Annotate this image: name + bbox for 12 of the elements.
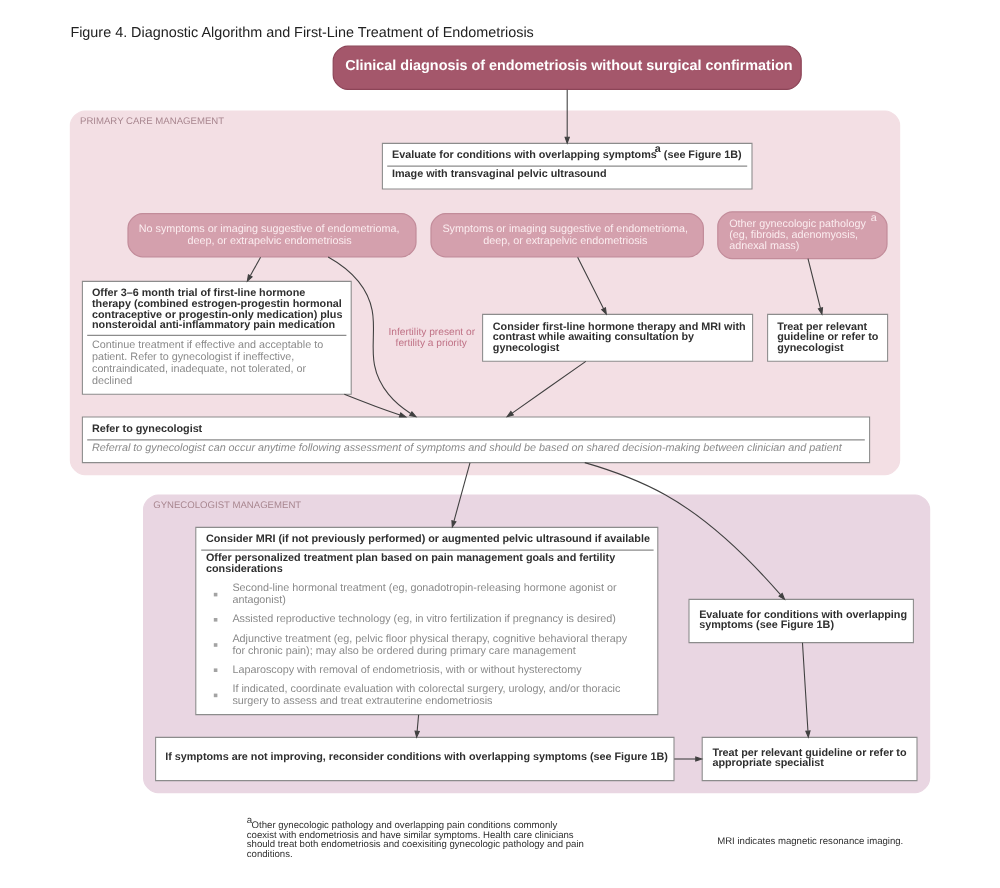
arrow	[801, 642, 811, 739]
arrow	[327, 256, 418, 418]
arrow	[505, 360, 587, 418]
arrow	[564, 89, 571, 145]
arrow	[584, 462, 786, 601]
arrow	[246, 256, 262, 283]
arrow	[673, 756, 704, 762]
arrow	[343, 393, 408, 418]
arrow	[807, 258, 824, 316]
arrow	[414, 714, 421, 739]
arrow	[577, 256, 608, 316]
arrow	[451, 462, 471, 529]
